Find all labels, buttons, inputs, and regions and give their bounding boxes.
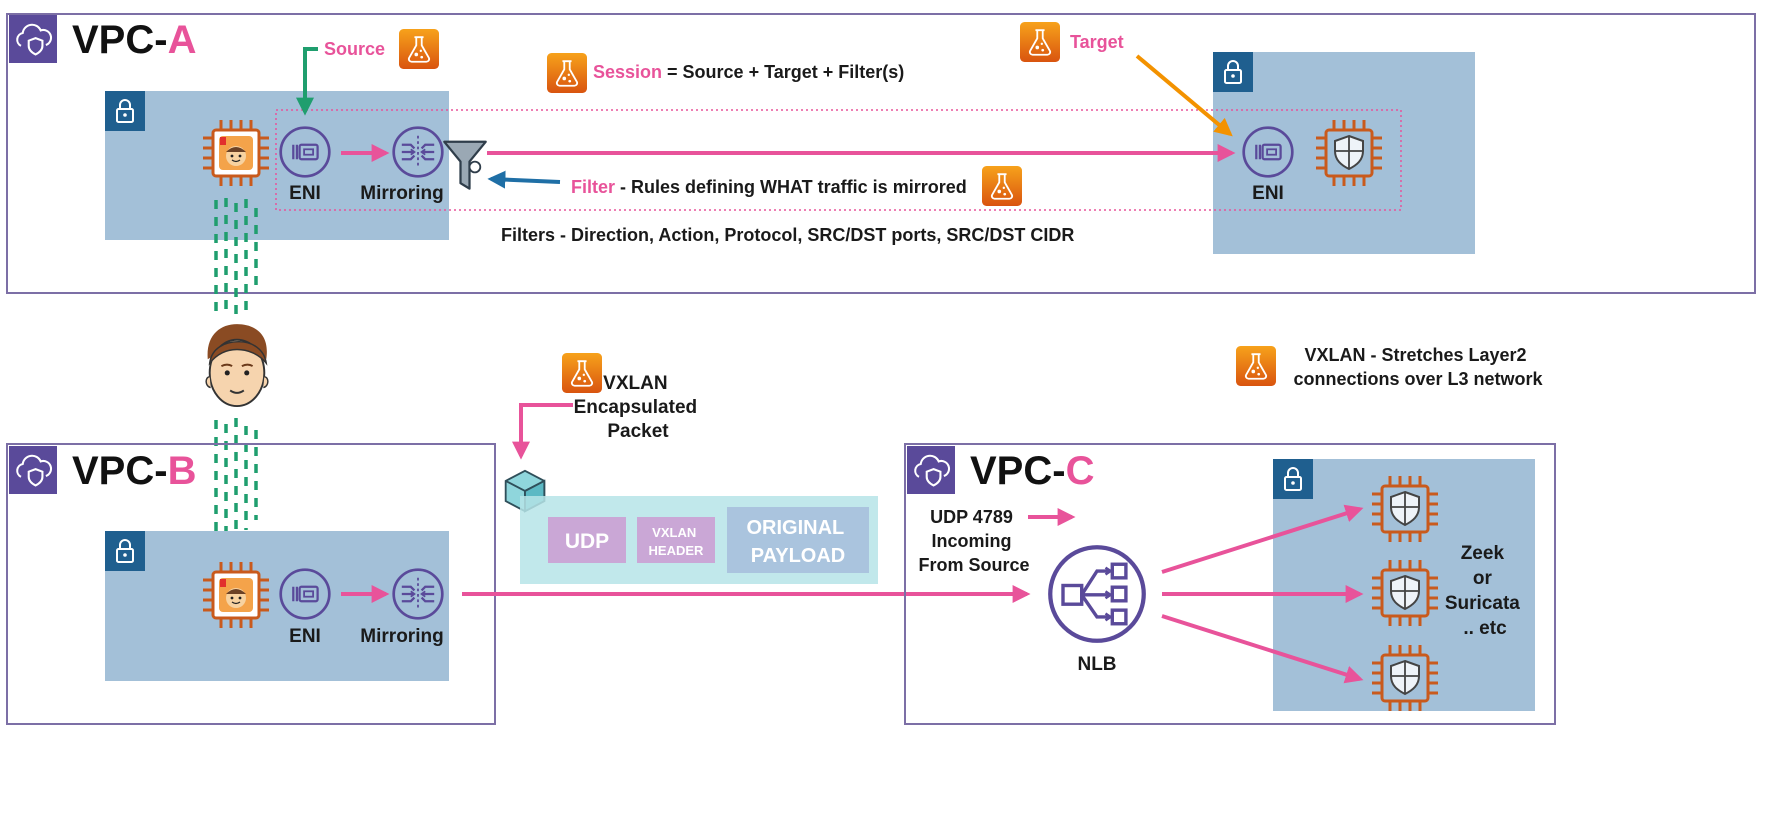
vpc-a-title: VPC-A [72,18,196,62]
ec2-instance-icon [201,118,271,188]
filter-label: Filter - Rules defining WHAT traffic is … [571,177,967,197]
eni-label-b: ENI [289,626,321,647]
target-arrow [1135,54,1233,137]
vpc-b-boundary [6,443,496,725]
mirror-flask-icon [982,166,1022,206]
mirroring-label-b: Mirroring [360,626,443,647]
vpc-b-subnet [105,531,449,681]
filter-arrow [487,170,561,189]
nlb-icon [1050,547,1144,641]
session-label: Session = Source + Target + Filter(s) [593,62,904,82]
security-appliance-icon [1370,558,1440,628]
nlb-to-appliance-3-arrow [1161,614,1364,684]
traffic-dashes [214,198,258,542]
target-label: Target [1070,32,1124,52]
nlb-label: NLB [1077,654,1116,675]
mirror-flask-icon [1020,22,1060,62]
packet-udp [548,517,626,563]
subnet-lock-icon [105,531,145,571]
mirroring-label-a: Mirroring [360,183,443,204]
security-appliance-icon [1370,643,1440,713]
vxlan-packet-label: VXLAN Encapsulated Packet [574,373,703,442]
packet-arrow [512,403,573,460]
security-appliance-icon [1370,474,1440,544]
security-appliance-icon [1314,118,1384,188]
packet-payload-label: ORIGINAL PAYLOAD [747,517,850,567]
packet-vxlan-header-label: VXLAN HEADER [649,525,705,558]
packet-vxlan-header [637,517,715,563]
vpc-a-cloud-icon [9,15,57,63]
subnet-lock-icon [105,91,145,131]
vpc-c-cloud-icon [907,446,955,494]
vpc-a-source-subnet [105,91,449,240]
mirror-flask-icon [547,53,587,93]
eni-label-target: ENI [1252,183,1284,204]
vpc-b-title: VPC-B [72,449,196,493]
mirror-flask-icon [1236,346,1276,386]
udp-incoming-label: UDP 4789 Incoming From Source [918,507,1029,575]
source-label: Source [324,39,385,59]
user-avatar-icon [205,323,269,408]
mirror-session-box [275,109,1402,211]
vpc-c-title: VPC-C [970,449,1094,493]
tools-label: Zeek or Suricata .. etc [1445,543,1525,639]
subnet-lock-icon [1273,459,1313,499]
packet-original-payload [727,507,869,573]
mirror-flask-icon [562,353,602,393]
vxlan-note: VXLAN - Stretches Layer2 connections ove… [1293,345,1543,389]
packet-udp-label: UDP [565,530,609,553]
mirror-flask-icon [399,29,439,69]
eni-label-a: ENI [289,183,321,204]
source-arrow [296,47,318,116]
ec2-instance-icon [201,560,271,630]
nlb-to-appliance-1-arrow [1161,504,1364,574]
filter-funnel-icon [443,140,487,190]
subnet-lock-icon [1213,52,1253,92]
filters-detail: Filters - Direction, Action, Protocol, S… [501,225,1074,245]
vpc-b-cloud-icon [9,446,57,494]
vpc-a-boundary [6,13,1756,294]
vpc-c-boundary [904,443,1556,725]
